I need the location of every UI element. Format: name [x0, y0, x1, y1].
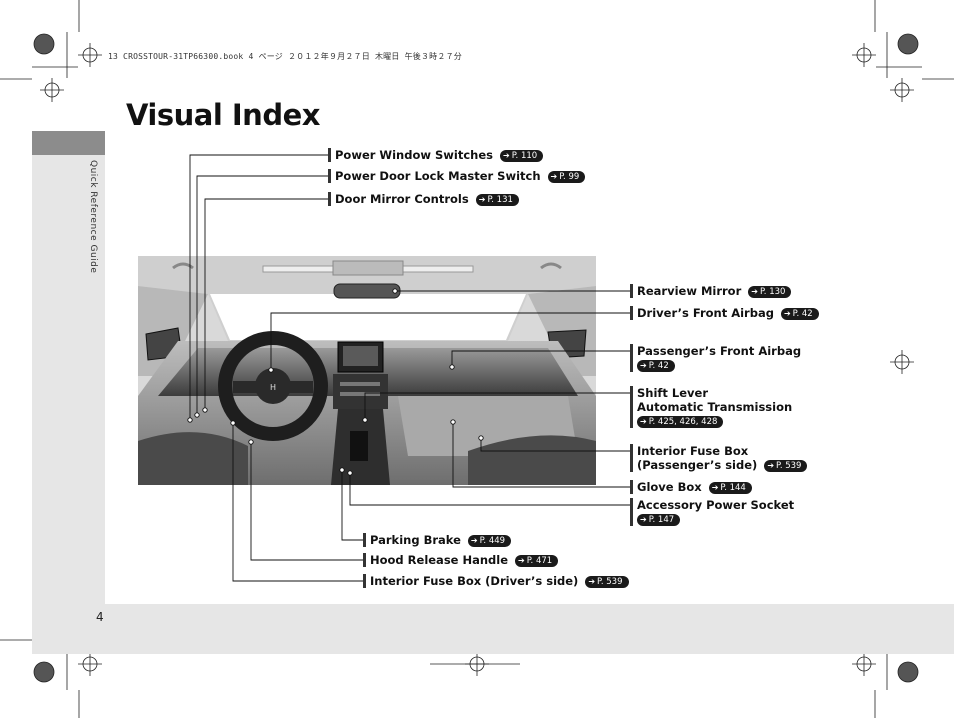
callout-parking-brake: Parking Brake ➔P. 449 [363, 533, 512, 547]
arrow-icon: ➔ [518, 556, 525, 565]
arrow-icon: ➔ [503, 151, 510, 160]
page-ref-link[interactable]: ➔P. 471 [515, 555, 559, 567]
callout-label: Driver’s Front Airbag [637, 306, 774, 320]
callout-label: Glove Box [637, 480, 702, 494]
page-ref-link[interactable]: ➔P. 144 [708, 482, 752, 494]
callout-interior-fuse-box-driver: Interior Fuse Box (Driver’s side) ➔P. 53… [363, 574, 629, 588]
callout-hood-release-handle: Hood Release Handle ➔P. 471 [363, 553, 559, 567]
arrow-icon: ➔ [640, 515, 647, 524]
callout-label: Parking Brake [370, 533, 461, 547]
callout-label: Door Mirror Controls [335, 192, 469, 206]
page-ref-link[interactable]: ➔P. 99 [547, 171, 586, 183]
callout-label: Hood Release Handle [370, 553, 509, 567]
page-title: Visual Index [126, 98, 320, 132]
callout-label-2: Automatic Transmission [637, 400, 793, 414]
svg-text:H: H [270, 383, 276, 392]
page-ref-link[interactable]: ➔P. 449 [467, 535, 512, 547]
page-ref-link[interactable]: ➔P. 130 [748, 286, 792, 298]
callout-label: Interior Fuse Box [637, 444, 749, 458]
callout-power-door-lock-master-switch: Power Door Lock Master Switch ➔P. 99 [328, 169, 586, 183]
arrow-icon: ➔ [470, 536, 478, 545]
page-ref-link[interactable]: ➔P. 42 [637, 360, 675, 372]
callout-label: Accessory Power Socket [637, 498, 795, 512]
callout-label: Shift Lever [637, 386, 709, 400]
arrow-icon: ➔ [783, 309, 791, 318]
callout-label-2: (Passenger’s side) [637, 458, 758, 472]
callout-drivers-front-airbag: Driver’s Front Airbag ➔P. 42 [630, 306, 819, 320]
bottom-band [105, 604, 954, 654]
page-ref-link[interactable]: ➔P. 131 [475, 194, 519, 206]
sidebar [32, 131, 105, 654]
page-ref-link[interactable]: ➔P. 425, 426, 428 [637, 416, 724, 428]
callout-label: Interior Fuse Box (Driver’s side) [370, 574, 579, 588]
page-number: 4 [96, 610, 104, 624]
page-ref-link[interactable]: ➔P. 42 [780, 308, 819, 320]
arrow-icon: ➔ [751, 287, 758, 296]
callout-label: Rearview Mirror [637, 284, 742, 298]
callout-label: Power Door Lock Master Switch [335, 169, 541, 183]
arrow-icon: ➔ [550, 172, 558, 181]
arrow-icon: ➔ [767, 461, 775, 470]
callout-accessory-power-socket: Accessory Power Socket ➔P. 147 [630, 498, 794, 526]
arrow-icon: ➔ [711, 483, 719, 492]
arrow-icon: ➔ [588, 577, 596, 586]
callout-label: Power Window Switches [335, 148, 493, 162]
callout-door-mirror-controls: Door Mirror Controls ➔P. 131 [328, 192, 519, 206]
arrow-icon: ➔ [640, 361, 647, 370]
arrow-icon: ➔ [478, 195, 486, 204]
callout-power-window-switches: Power Window Switches ➔P. 110 [328, 148, 544, 162]
page-ref-link[interactable]: ➔P. 147 [637, 514, 681, 526]
callout-passengers-front-airbag: Passenger’s Front Airbag ➔P. 42 [630, 344, 801, 372]
callout-shift-lever: Shift Lever Automatic Transmission ➔P. 4… [630, 386, 792, 428]
page-ref-link[interactable]: ➔P. 110 [500, 150, 544, 162]
callout-glove-box: Glove Box ➔P. 144 [630, 480, 752, 494]
arrow-icon: ➔ [640, 417, 647, 426]
print-header: 13 CROSSTOUR-31TP66300.book 4 ページ ２０１２年９… [108, 52, 462, 61]
callout-label: Passenger’s Front Airbag [637, 344, 802, 358]
dashboard-illustration: H [138, 256, 596, 485]
callout-rearview-mirror: Rearview Mirror ➔P. 130 [630, 284, 792, 298]
section-label: Quick Reference Guide [88, 160, 98, 274]
page-ref-link[interactable]: ➔P. 539 [764, 460, 808, 472]
sidebar-tab [32, 131, 105, 155]
page-ref-link[interactable]: ➔P. 539 [585, 576, 629, 588]
callout-interior-fuse-box-passenger: Interior Fuse Box (Passenger’s side) ➔P.… [630, 444, 808, 472]
